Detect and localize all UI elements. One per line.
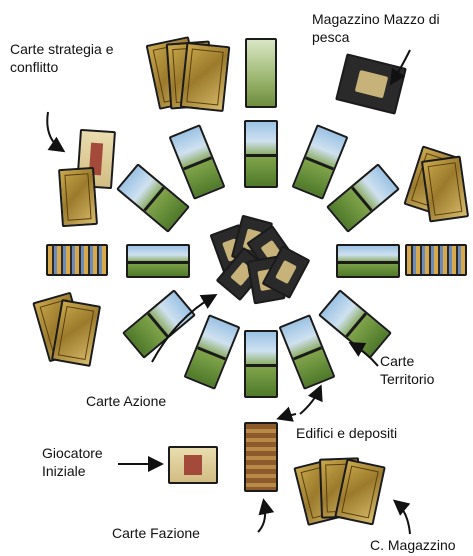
label-carte-fazione-text: Carte Fazione [112, 525, 200, 541]
arrow-carte-azione [151, 293, 218, 363]
ring-card [336, 244, 400, 278]
buildings-stack [244, 422, 278, 492]
label-magazzino-mazzo-text: Magazzino Mazzo di pesca [312, 11, 440, 45]
label-c-magazzino: C. Magazzino [370, 536, 456, 554]
first-player-card [168, 446, 218, 484]
label-carte-azione: Carte Azione [86, 392, 166, 410]
arrow-carte-territorio [348, 342, 379, 367]
label-c-magazzino-text: C. Magazzino [370, 537, 456, 553]
arrow-magazzino-mazzo [389, 49, 411, 86]
label-carte-fazione: Carte Fazione [112, 524, 200, 542]
label-giocatore-iniziale-text: Giocatore Iniziale [42, 445, 103, 479]
label-carte-territorio-text: Carte Territorio [380, 353, 435, 387]
arrow-edifici-2 [276, 406, 297, 422]
label-edifici-depositi: Edifici e depositi [296, 424, 397, 442]
label-edifici-depositi-text: Edifici e depositi [296, 425, 398, 441]
right-edge-card [405, 244, 467, 276]
arrow-carte-strategia [46, 111, 66, 153]
left-edge-card [46, 244, 108, 276]
label-carte-azione-text: Carte Azione [86, 393, 167, 409]
label-giocatore-iniziale: Giocatore Iniziale [42, 444, 116, 480]
label-carte-strategia: Carte strategia e conflitto [10, 40, 136, 76]
label-magazzino-mazzo: Magazzino Mazzo di pesca [312, 10, 462, 46]
ring-card [244, 330, 278, 398]
top-center-card [245, 38, 277, 108]
label-carte-territorio: Carte Territorio [380, 352, 470, 388]
arrow-carte-fazione [257, 498, 275, 533]
arrow-edifici [299, 384, 323, 415]
arrow-c-magazzino [392, 499, 411, 535]
label-carte-strategia-text: Carte strategia e conflitto [10, 41, 114, 75]
ring-card [244, 120, 278, 188]
ring-card [126, 244, 190, 278]
